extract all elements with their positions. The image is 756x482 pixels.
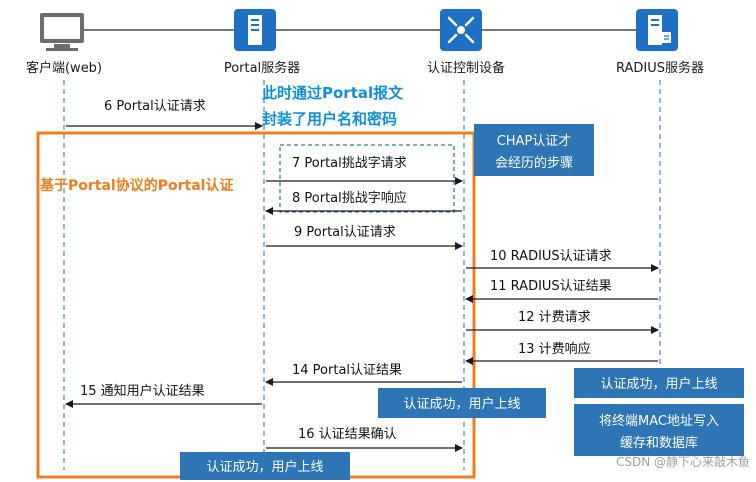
chap-note-line1: CHAP认证才: [497, 134, 572, 149]
mac-note-line1: 将终端MAC地址写入: [599, 413, 719, 429]
message-label-10: 10 RADIUS认证请求: [490, 249, 612, 264]
database-server-icon: [636, 9, 678, 51]
portal-encapsulation-line2: 封装了用户名和密码: [262, 110, 397, 128]
portal-auth-frame-title: 基于Portal协议的Portal认证: [40, 177, 233, 194]
participant-label-device: 认证控制设备: [427, 60, 505, 76]
chap-steps-box: [279, 144, 455, 213]
message-label-14: 14 Portal认证结果: [292, 363, 402, 378]
portal-encapsulation-line1: 此时通过Portal报文: [262, 84, 404, 102]
participant-label-radius: RADIUS服务器: [616, 60, 704, 76]
network-switch-icon: [440, 9, 482, 51]
participant-label-portal: Portal服务器: [224, 60, 300, 76]
portal-encapsulation-note: 此时通过Portal报文 封装了用户名和密码: [262, 84, 404, 128]
success-note-radius-text: 认证成功，用户上线: [600, 376, 717, 392]
server-icon: [234, 9, 276, 51]
success-note-portal-text: 认证成功，用户上线: [206, 459, 323, 475]
chap-note: CHAP认证才 会经历的步骤: [474, 124, 594, 176]
message-label-8: 8 Portal挑战字响应: [292, 190, 407, 206]
csdn-watermark: CSDN @静下心来敲木鱼: [616, 454, 750, 469]
message-label-13: 13 计费响应: [518, 341, 591, 357]
message-label-11: 11 RADIUS认证结果: [490, 279, 612, 294]
mac-note: 将终端MAC地址写入 缓存和数据库: [574, 404, 744, 456]
success-note-device-text: 认证成功，用户上线: [403, 396, 520, 412]
message-label-7: 7 Portal挑战字请求: [292, 156, 407, 171]
message-label-9: 9 Portal认证请求: [294, 225, 396, 240]
success-note-portal: 认证成功，用户上线: [180, 452, 350, 480]
message-label-6: 6 Portal认证请求: [104, 99, 206, 114]
message-label-12: 12 计费请求: [518, 310, 591, 325]
success-note-device: 认证成功，用户上线: [378, 388, 546, 418]
mac-note-line2: 缓存和数据库: [620, 435, 698, 451]
chap-note-line2: 会经历的步骤: [495, 155, 573, 171]
success-note-radius: 认证成功，用户上线: [574, 368, 744, 398]
participant-label-client: 客户端(web): [26, 60, 102, 76]
message-label-15: 15 通知用户认证结果: [80, 383, 205, 399]
computer-icon: [40, 13, 84, 51]
message-label-16: 16 认证结果确认: [298, 427, 397, 442]
